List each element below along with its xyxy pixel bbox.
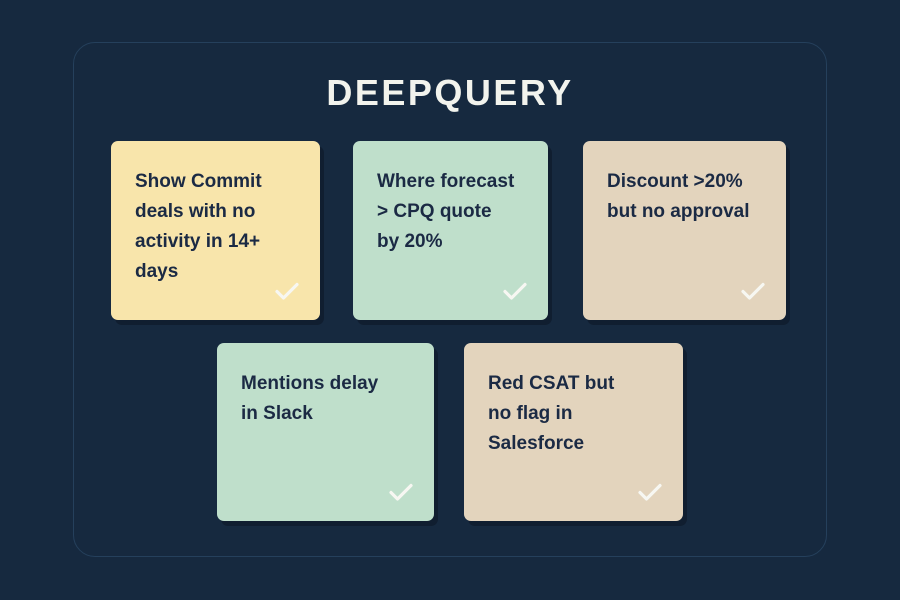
check-icon bbox=[500, 276, 530, 306]
check-icon bbox=[272, 276, 302, 306]
page-title: DEEPQUERY bbox=[326, 72, 574, 113]
query-card-text: Red CSAT but no flag in Salesforce bbox=[488, 373, 615, 454]
check-icon bbox=[738, 276, 768, 306]
query-card[interactable]: Where forecast > CPQ quote by 20% bbox=[353, 141, 548, 320]
query-card-text: Where forecast > CPQ quote by 20% bbox=[377, 171, 515, 252]
query-card[interactable]: Show Commit deals with no activity in 14… bbox=[111, 141, 320, 320]
content-panel-outline bbox=[73, 42, 827, 557]
query-card-text: Show Commit deals with no activity in 14… bbox=[135, 171, 262, 282]
query-card[interactable]: Red CSAT but no flag in Salesforce bbox=[464, 343, 683, 521]
query-card-text: Mentions delay in Slack bbox=[241, 373, 379, 424]
query-card[interactable]: Discount >20% but no approval bbox=[583, 141, 786, 320]
check-icon bbox=[635, 477, 665, 507]
check-icon bbox=[386, 477, 416, 507]
query-card[interactable]: Mentions delay in Slack bbox=[217, 343, 434, 521]
query-card-text: Discount >20% but no approval bbox=[607, 171, 750, 222]
